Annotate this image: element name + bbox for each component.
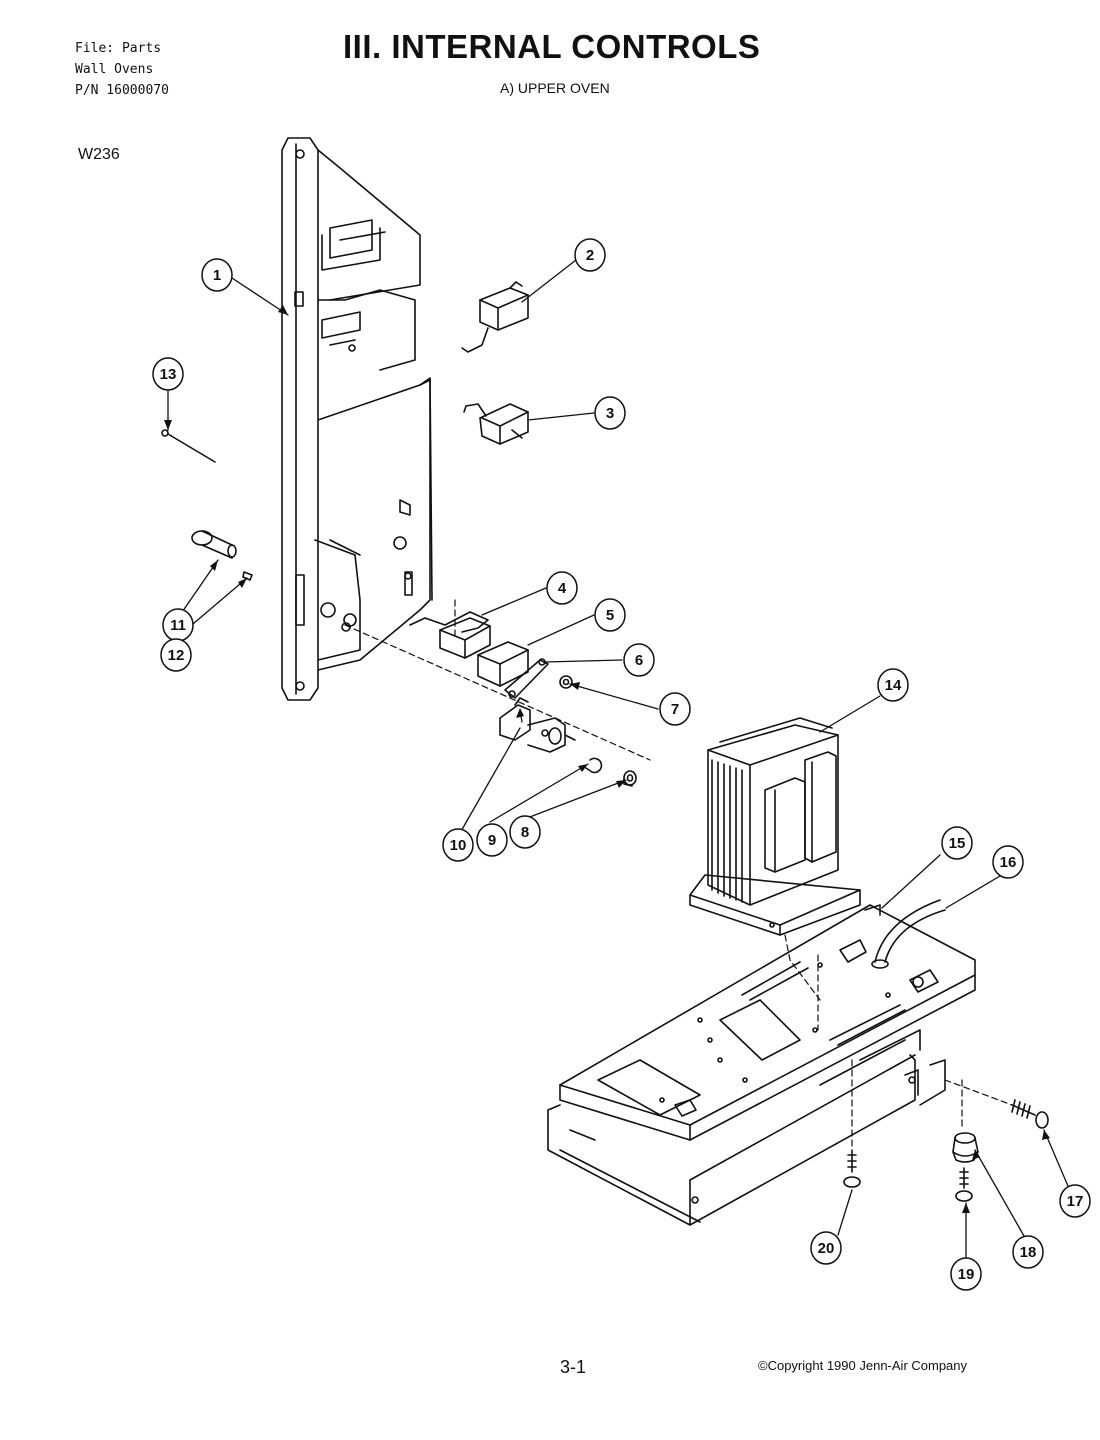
long-pin [161, 429, 216, 463]
callout-label: 4 [558, 580, 567, 597]
lower-chassis [547, 1029, 946, 1226]
document-meta: File: Parts Wall Ovens P/N 16000070 [75, 38, 169, 101]
screw-bottom [843, 1149, 861, 1188]
callout-label: 14 [885, 677, 902, 694]
callout-circle [594, 396, 626, 430]
callout-15: 15 [941, 826, 973, 860]
callout-label: 13 [160, 366, 177, 383]
callout-circle [509, 815, 541, 849]
file-line: File: Parts [75, 41, 162, 56]
callout-circle [1012, 1235, 1044, 1269]
callout-circle [546, 571, 578, 605]
page-number: 3-1 [560, 1357, 587, 1377]
callout-label: 18 [1020, 1244, 1037, 1261]
callout-circle [950, 1257, 982, 1291]
page-subtitle: A) UPPER OVEN [500, 80, 610, 96]
callout-3: 3 [594, 396, 626, 430]
arrowheads [164, 305, 1050, 1213]
callout-5: 5 [594, 598, 626, 632]
transformer [689, 717, 861, 936]
callout-8: 8 [509, 815, 541, 849]
copyright-notice: ©Copyright 1990 Jenn-Air Company [758, 1358, 968, 1373]
callout-14: 14 [877, 668, 909, 702]
callout-label: 2 [586, 247, 594, 264]
callout-9: 9 [476, 823, 508, 857]
page-title: III. INTERNAL CONTROLS [343, 28, 761, 65]
micro-switch-middle [463, 403, 529, 445]
callout-label: 11 [170, 617, 186, 634]
mounting-tray [559, 899, 976, 1141]
callout-label: 5 [606, 607, 614, 624]
part-number-line: P/N 16000070 [75, 83, 169, 98]
callout-label: 17 [1067, 1193, 1084, 1210]
callout-1: 1 [201, 258, 233, 292]
callout-circle [476, 823, 508, 857]
callout-circle [594, 598, 626, 632]
callout-7: 7 [659, 692, 691, 726]
callout-16: 16 [992, 845, 1024, 879]
e-clip [585, 757, 603, 774]
callout-label: 8 [521, 824, 529, 841]
callout-label: 9 [488, 832, 496, 849]
callout-label: 12 [168, 647, 185, 664]
callout-4: 4 [546, 571, 578, 605]
callout-label: 1 [213, 267, 221, 284]
shaft-pin [191, 530, 237, 559]
micro-switch-upper [461, 281, 529, 353]
callout-circle [160, 638, 192, 672]
screw-foot [955, 1167, 973, 1202]
callout-label: 20 [818, 1240, 835, 1257]
callout-circle [941, 826, 973, 860]
callout-circle [442, 828, 474, 862]
callout-10: 10 [442, 828, 474, 862]
screw-side [1011, 1099, 1049, 1129]
product-line: Wall Ovens [75, 62, 154, 77]
callout-label: 6 [635, 652, 643, 669]
actuator-lever [409, 611, 491, 659]
bushing [623, 770, 637, 787]
switch-lower [477, 641, 529, 687]
cam-assembly [499, 697, 576, 753]
callout-circle [810, 1231, 842, 1265]
callout-circle [623, 643, 655, 677]
callout-2: 2 [574, 238, 606, 272]
small-clip [242, 571, 253, 581]
callout-circle [659, 692, 691, 726]
hex-nut-small [559, 675, 573, 689]
callout-circle [574, 238, 606, 272]
callout-18: 18 [1012, 1235, 1044, 1269]
callout-circle [1059, 1184, 1091, 1218]
callout-circle [992, 845, 1024, 879]
callout-11: 11 [162, 608, 194, 642]
callout-label: 3 [606, 405, 614, 422]
assembly-lines [344, 599, 1013, 1151]
callout-17: 17 [1059, 1184, 1091, 1218]
model-number: W236 [78, 146, 120, 163]
callout-6: 6 [623, 643, 655, 677]
linkage-arm [504, 658, 549, 699]
callout-label: 10 [450, 837, 467, 854]
callout-13: 13 [152, 357, 184, 391]
callout-circle [201, 258, 233, 292]
rubber-foot [952, 1132, 979, 1163]
callout-19: 19 [950, 1257, 982, 1291]
callout-label: 15 [949, 835, 966, 852]
callout-circle [152, 357, 184, 391]
callout-12: 12 [160, 638, 192, 672]
callout-label: 7 [671, 701, 679, 718]
callout-20: 20 [810, 1231, 842, 1265]
callout-circle [877, 668, 909, 702]
callout-label: 16 [1000, 854, 1017, 871]
callout-label: 19 [958, 1266, 975, 1283]
control-bracket [281, 137, 433, 701]
